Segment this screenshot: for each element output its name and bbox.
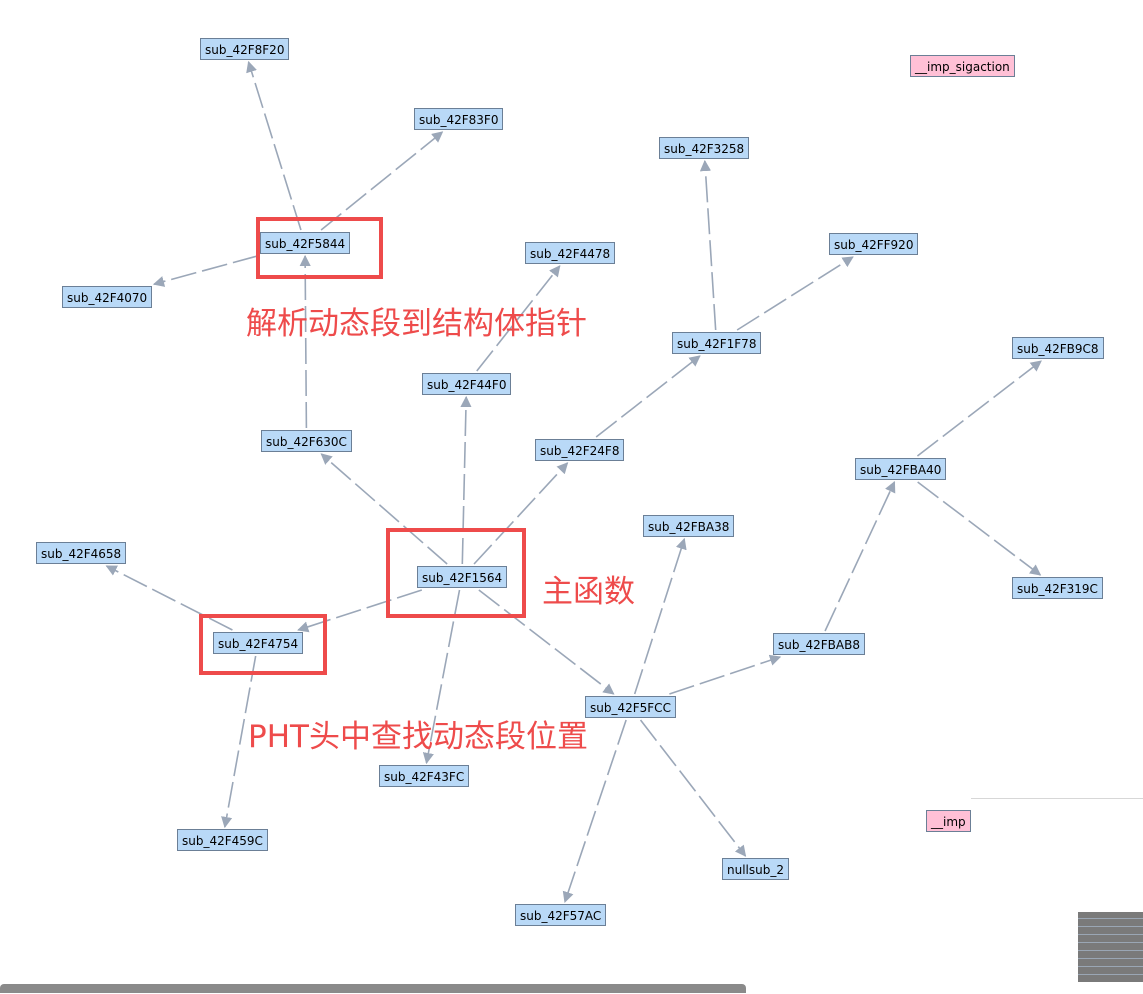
call-edge-42f44f0-to-42f4478: [476, 265, 561, 372]
graph-node-sub-42fba38[interactable]: sub_42FBA38: [643, 515, 735, 537]
call-edge-42f1564-to-42f5fcc: [478, 589, 615, 695]
graph-node-sub-42f83f0[interactable]: sub_42F83F0: [414, 108, 504, 130]
call-edge-42f5fcc-to-nullsub_2: [639, 719, 747, 857]
highlight-box-sub-42f1564: [386, 528, 526, 618]
graph-node-sub-42f4754[interactable]: sub_42F4754: [213, 632, 304, 654]
graph-node-sub-42f4478[interactable]: sub_42F4478: [525, 242, 616, 264]
call-edge-42f630c-to-42f5844: [299, 254, 311, 429]
graph-node-sub-42f630c[interactable]: sub_42F630C: [261, 430, 352, 452]
call-edge-42f5844-to-42f4070: [152, 255, 259, 287]
graph-node-sub-42f4070[interactable]: sub_42F4070: [62, 286, 153, 308]
annotation-pht-find-dynamic: PHT头中查找动态段位置: [248, 719, 588, 755]
call-edge-42f1564-to-42f44f0: [460, 395, 472, 565]
call-edge-42f4754-to-42f4658: [105, 565, 233, 631]
horizontal-scrollbar[interactable]: [0, 984, 746, 993]
call-edge-42fba40-to-42f319c: [917, 481, 1042, 576]
graph-node-sub-42f5fcc[interactable]: sub_42F5FCC: [585, 696, 676, 718]
graph-node-sub-42f319c[interactable]: sub_42F319C: [1012, 577, 1103, 599]
call-edge-42f5844-to-42f83f0: [320, 131, 444, 231]
call-edge-42f1564-to-42f630c: [320, 453, 448, 565]
graph-node-sub-42f1f78[interactable]: sub_42F1F78: [672, 332, 762, 354]
annotation-parse-dynamic-segment: 解析动态段到结构体指针: [246, 306, 587, 342]
call-edge-42f5fcc-to-42fba38: [633, 537, 687, 695]
graph-node-imp-sigaction[interactable]: __imp_sigaction: [910, 55, 1015, 77]
graph-node-sub-42f8f20[interactable]: sub_42F8F20: [200, 38, 290, 60]
graph-node-sub-42f5844[interactable]: sub_42F5844: [260, 232, 351, 254]
graph-node-nullsub-2[interactable]: nullsub_2: [722, 858, 789, 880]
call-edge-42f1f78-to-42f3258: [699, 159, 717, 331]
call-edge-42fba40-to-42fb9c8: [916, 360, 1042, 457]
graph-node-sub-42f57ac[interactable]: sub_42F57AC: [515, 904, 607, 926]
graph-node-sub-42f1564[interactable]: sub_42F1564: [417, 566, 508, 588]
call-edge-42f1f78-to-42ff920: [736, 256, 854, 331]
graph-node-sub-42f3258[interactable]: sub_42F3258: [659, 137, 750, 159]
graph-node-sub-42fbab8[interactable]: sub_42FBAB8: [773, 633, 865, 655]
call-edge-42f24f8-to-42f1f78: [595, 355, 701, 438]
call-edge-42f5fcc-to-42fbab8: [669, 654, 782, 695]
graph-node-sub-42ff920[interactable]: sub_42FF920: [829, 233, 919, 255]
highlight-box-sub-42f5844: [256, 217, 383, 279]
call-edge-42f5844-to-42f8f20: [246, 60, 302, 231]
call-edge-42f1564-to-42f43fc: [422, 589, 461, 765]
graph-node-sub-42f24f8[interactable]: sub_42F24F8: [535, 439, 625, 461]
highlight-box-sub-42f4754: [199, 614, 327, 675]
graph-overview-minimap[interactable]: [1078, 912, 1143, 982]
graph-node-sub-42f4658[interactable]: sub_42F4658: [36, 542, 127, 564]
graph-node-sub-42fba40[interactable]: sub_42FBA40: [855, 458, 947, 480]
annotation-main-function: 主函数: [542, 574, 635, 610]
graph-node-sub-42fb9c8[interactable]: sub_42FB9C8: [1012, 337, 1104, 359]
call-edge-42fbab8-to-42fba40: [824, 480, 896, 632]
graph-node-sub-42f44f0[interactable]: sub_42F44F0: [422, 373, 512, 395]
call-edge-42f5fcc-to-42f57ac: [562, 719, 627, 904]
graph-node-sub-42f43fc[interactable]: sub_42F43FC: [379, 765, 470, 787]
call-edge-42f1564-to-42f4754: [297, 589, 423, 633]
call-edge-42f1564-to-42f24f8: [473, 462, 569, 565]
graph-node-imp-partial[interactable]: __imp: [926, 810, 971, 832]
graph-node-sub-42f459c[interactable]: sub_42F459C: [177, 829, 268, 851]
call-edge-42f4754-to-42f459c: [221, 655, 257, 829]
